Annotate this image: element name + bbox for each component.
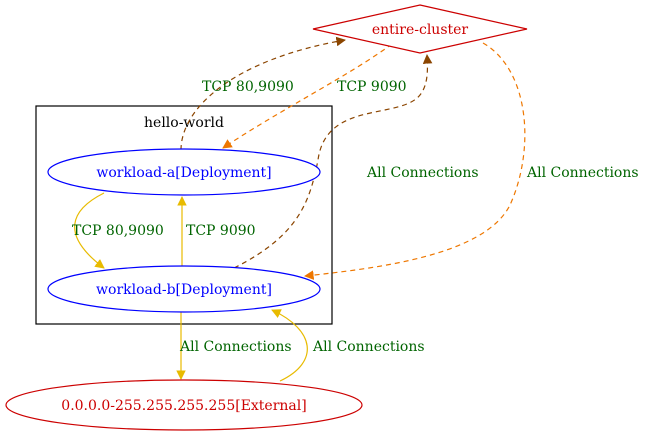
node-entire-cluster[interactable]: entire-cluster xyxy=(312,4,528,54)
edge-b-to-entire-cluster[interactable] xyxy=(233,54,433,269)
edge-entire-cluster-to-a[interactable] xyxy=(222,43,393,149)
edge-label-external-to-b: All Connections xyxy=(312,339,425,355)
edge-a-to-entire-cluster[interactable] xyxy=(180,36,346,151)
cluster-box xyxy=(35,105,333,325)
edge-label-b-to-entire-cluster: All Connections xyxy=(366,165,479,181)
edge-label-a-to-entire-cluster: TCP 80,9090 xyxy=(202,79,294,95)
cluster-hello-world: hello-world xyxy=(35,105,333,325)
workload-a-ellipse xyxy=(47,148,321,196)
external-label: 0.0.0.0-255.255.255.255[External] xyxy=(61,398,306,414)
entire-cluster-label: entire-cluster xyxy=(372,22,469,38)
edge-label-b-to-a: TCP 9090 xyxy=(186,223,256,239)
entire-cluster-diamond xyxy=(312,4,528,54)
workload-a-label: workload-a[Deployment] xyxy=(96,165,271,181)
edge-label-entire-cluster-to-a: TCP 9090 xyxy=(337,79,407,95)
external-ellipse xyxy=(5,379,363,431)
workload-b-ellipse xyxy=(47,265,321,313)
edges xyxy=(74,36,526,382)
edge-a-to-b[interactable] xyxy=(74,192,105,269)
node-workload-b[interactable]: workload-b[Deployment] xyxy=(47,265,321,313)
edge-entire-cluster-to-b[interactable] xyxy=(304,42,526,280)
edge-label-a-to-b: TCP 80,9090 xyxy=(72,223,164,239)
edge-label-entire-cluster-to-b: All Connections xyxy=(526,165,639,181)
edge-labels: TCP 80,9090 TCP 9090 All Connections All… xyxy=(72,79,639,355)
cluster-label: hello-world xyxy=(144,115,224,131)
node-workload-a[interactable]: workload-a[Deployment] xyxy=(47,148,321,196)
edge-external-to-b[interactable] xyxy=(271,309,308,382)
node-external[interactable]: 0.0.0.0-255.255.255.255[External] xyxy=(5,379,363,431)
edge-label-b-to-external: All Connections xyxy=(179,339,292,355)
workload-b-label: workload-b[Deployment] xyxy=(96,282,272,298)
